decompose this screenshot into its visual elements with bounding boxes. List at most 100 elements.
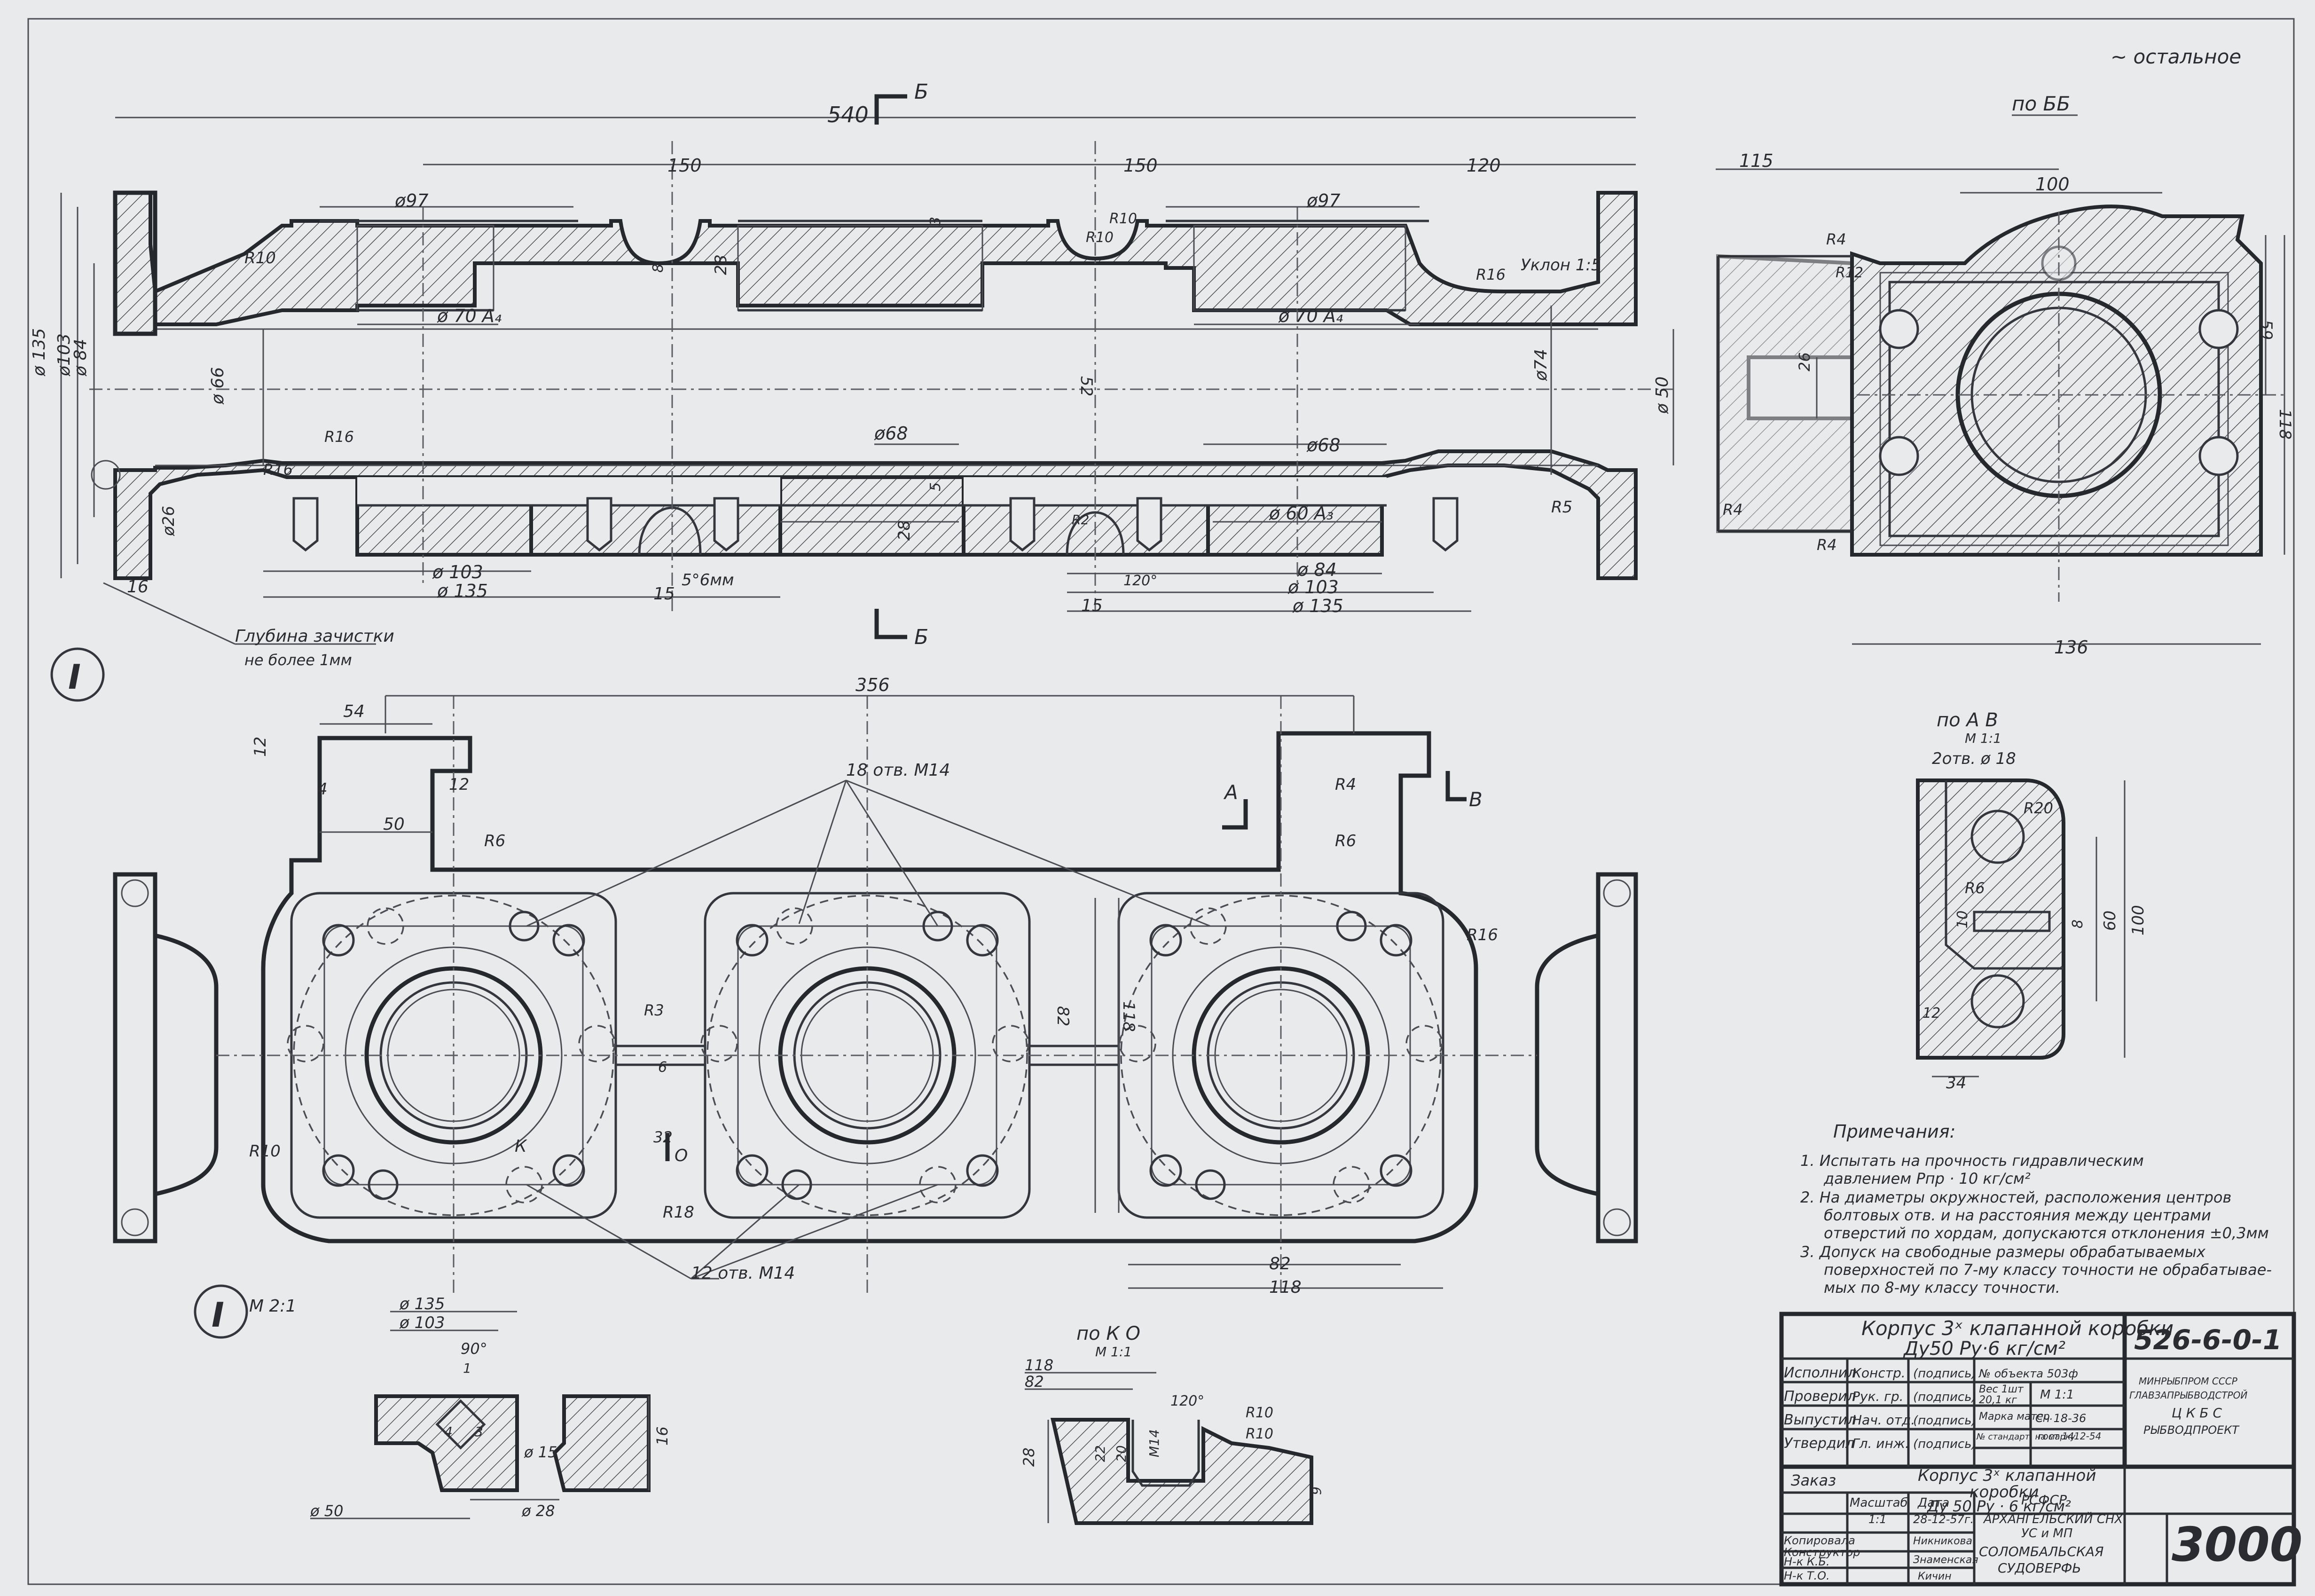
- svg-text:Констр.: Констр.: [1852, 1365, 1906, 1381]
- svg-text:ø 84: ø 84: [1297, 559, 1337, 580]
- svg-text:Проверил: Проверил: [1784, 1388, 1856, 1405]
- svg-text:ГЛАВЗАПРЫБВОДСТРОЙ: ГЛАВЗАПРЫБВОДСТРОЙ: [2129, 1390, 2247, 1401]
- svg-text:22: 22: [1092, 1445, 1108, 1462]
- svg-text:90°: 90°: [461, 1340, 487, 1358]
- svg-text:Сч 18-36: Сч 18-36: [2035, 1412, 2086, 1425]
- svg-text:В: В: [1469, 788, 1483, 811]
- svg-text:ø 66: ø 66: [208, 367, 228, 405]
- svg-text:АРХАНГЕЛЬСКИЙ СНХ: АРХАНГЕЛЬСКИЙ СНХ: [1983, 1511, 2123, 1526]
- svg-text:3: 3: [927, 217, 944, 226]
- svg-text:118: 118: [1025, 1356, 1053, 1374]
- svg-text:ø 60 А₃: ø 60 А₃: [1269, 503, 1334, 524]
- svg-text:Корпус 3ˣ клапанной коробки: Корпус 3ˣ клапанной коробки: [1861, 1317, 2174, 1340]
- svg-text:82: 82: [1025, 1373, 1044, 1391]
- svg-text:8: 8: [2070, 920, 2086, 928]
- svg-text:60: 60: [2101, 911, 2119, 931]
- svg-text:15: 15: [653, 584, 675, 604]
- svg-text:59: 59: [2257, 320, 2276, 340]
- svg-text:Выпустил: Выпустил: [1784, 1412, 1856, 1428]
- svg-text:отверстий по хордам, допускают: отверстий по хордам, допускаются отклоне…: [1824, 1224, 2269, 1242]
- svg-text:2. На диаметры окружностей, ра: 2. На диаметры окружностей, расположения…: [1800, 1188, 2231, 1206]
- svg-text:R10: R10: [1246, 1405, 1273, 1421]
- svg-text:ø 70 А₄: ø 70 А₄: [1278, 306, 1343, 326]
- svg-text:R16: R16: [1476, 266, 1506, 283]
- svg-text:6: 6: [658, 1059, 667, 1076]
- svg-text:Н-к Т.О.: Н-к Т.О.: [1784, 1569, 1830, 1582]
- svg-text:(подпись): (подпись): [1913, 1390, 1977, 1404]
- svg-text:ø26: ø26: [159, 506, 178, 536]
- svg-text:ø 135: ø 135: [1292, 596, 1343, 616]
- svg-text:10: 10: [1954, 911, 1971, 928]
- svg-text:100: 100: [2129, 905, 2148, 936]
- svg-text:(подпись): (подпись): [1913, 1414, 1977, 1428]
- svg-text:поверхностей по 7-му классу то: поверхностей по 7-му классу точности не …: [1824, 1261, 2272, 1279]
- svg-text:СОЛОМБАЛЬСКАЯ: СОЛОМБАЛЬСКАЯ: [1979, 1544, 2104, 1559]
- svg-text:5°6мм: 5°6мм: [682, 571, 734, 590]
- svg-text:R4: R4: [1723, 501, 1743, 519]
- svg-text:(подпись): (подпись): [1913, 1367, 1977, 1381]
- svg-text:120: 120: [1467, 155, 1501, 176]
- svg-text:20,1 кг: 20,1 кг: [1979, 1394, 2017, 1406]
- bolt-holes: [322, 911, 1413, 1200]
- svg-text:ø 103: ø 103: [432, 562, 483, 582]
- svg-text:R4: R4: [1826, 230, 1846, 248]
- svg-text:R4: R4: [1335, 775, 1356, 794]
- svg-text:R10: R10: [1086, 229, 1114, 246]
- svg-text:давлением Рпр · 10 кг/см²: давлением Рпр · 10 кг/см²: [1823, 1170, 2031, 1187]
- notes-block: Примечания: 1. Испытать на прочность гид…: [1800, 1121, 2272, 1297]
- svg-text:R6: R6: [484, 832, 505, 850]
- svg-text:R12: R12: [1836, 265, 1863, 281]
- svg-text:18 отв. М14: 18 отв. М14: [846, 761, 950, 780]
- svg-text:ø 84: ø 84: [71, 339, 90, 377]
- svg-text:R5: R5: [1551, 498, 1572, 517]
- svg-text:Исполнил: Исполнил: [1784, 1365, 1856, 1381]
- svg-text:120°: 120°: [1170, 1393, 1204, 1409]
- svg-text:(подпись): (подпись): [1913, 1437, 1977, 1451]
- svg-text:Примечания:: Примечания:: [1833, 1121, 1955, 1142]
- svg-text:РСФСР: РСФСР: [2021, 1492, 2067, 1508]
- svg-text:52: 52: [1077, 376, 1096, 396]
- longitudinal-section: [60, 117, 1674, 612]
- svg-text:R16: R16: [263, 461, 293, 479]
- svg-text:РЫБВОДПРОЕКТ: РЫБВОДПРОЕКТ: [2143, 1423, 2240, 1437]
- section-ab-view: по А В М 1:1 2отв. ø 18 R20 R6 10 8 60 1…: [1916, 709, 2148, 1093]
- svg-text:34: 34: [1946, 1074, 1966, 1093]
- svg-text:Конструктор: Конструктор: [1784, 1546, 1860, 1559]
- svg-text:Никникова: Никникова: [1913, 1535, 1972, 1547]
- svg-text:МИНРЫБПРОМ СССР: МИНРЫБПРОМ СССР: [2139, 1376, 2238, 1387]
- svg-text:по К О: по К О: [1076, 1323, 1140, 1344]
- svg-text:ø 135: ø 135: [399, 1295, 445, 1313]
- svg-text:Ду 50 Ру · 6 кг/см²: Ду 50 Ру · 6 кг/см²: [1926, 1497, 2071, 1515]
- svg-text:54: 54: [343, 702, 365, 721]
- svg-text:Марка матер.: Марка матер.: [1979, 1411, 2053, 1423]
- svg-text:136: 136: [2054, 637, 2088, 658]
- svg-text:2отв. ø 18: 2отв. ø 18: [1932, 749, 2016, 768]
- svg-text:3. Допуск на свободные размер: 3. Допуск на свободные размеры обрабатыв…: [1800, 1243, 2206, 1261]
- svg-text:1. Испытать на прочность гидра: 1. Испытать на прочность гидравлическим: [1800, 1152, 2144, 1170]
- svg-text:12: 12: [251, 737, 270, 757]
- svg-text:ø68: ø68: [1306, 435, 1341, 456]
- svg-text:20: 20: [1114, 1445, 1129, 1462]
- svg-text:118: 118: [1119, 1001, 1138, 1032]
- svg-text:100: 100: [2035, 174, 2070, 195]
- svg-text:Ду50 Ру·6 кг/см²: Ду50 Ру·6 кг/см²: [1903, 1338, 2065, 1360]
- svg-text:4: 4: [317, 780, 328, 799]
- svg-text:26: 26: [1796, 352, 1813, 371]
- svg-text:О: О: [675, 1146, 688, 1165]
- svg-text:I: I: [212, 1295, 224, 1335]
- svg-text:9: 9: [1309, 1486, 1324, 1495]
- svg-text:15: 15: [1081, 596, 1103, 615]
- svg-text:М 1:1: М 1:1: [1095, 1344, 1132, 1360]
- title-block: Корпус 3ˣ клапанной коробки Ду50 Ру·6 кг…: [1779, 1312, 2302, 1587]
- detail-callout: I: [68, 657, 81, 697]
- svg-text:ø 103: ø 103: [1287, 577, 1339, 598]
- svg-text:1: 1: [463, 1360, 471, 1376]
- svg-text:8: 8: [650, 264, 667, 273]
- detail-i-view: I М 2:1 ø 135 ø 103 90° 1 4 3 ø 15 16 ø …: [194, 1284, 671, 1520]
- svg-text:356: 356: [855, 675, 890, 695]
- svg-text:болтовых отв. и на расстояния: болтовых отв. и на расстояния между цент…: [1824, 1206, 2211, 1224]
- svg-text:гост 1412-54: гост 1412-54: [2038, 1431, 2101, 1442]
- section-ko-view: по К О М 1:1 118 82 120° R10 R10 28 22 2…: [1020, 1323, 1324, 1525]
- svg-text:Копировала: Копировала: [1784, 1534, 1855, 1547]
